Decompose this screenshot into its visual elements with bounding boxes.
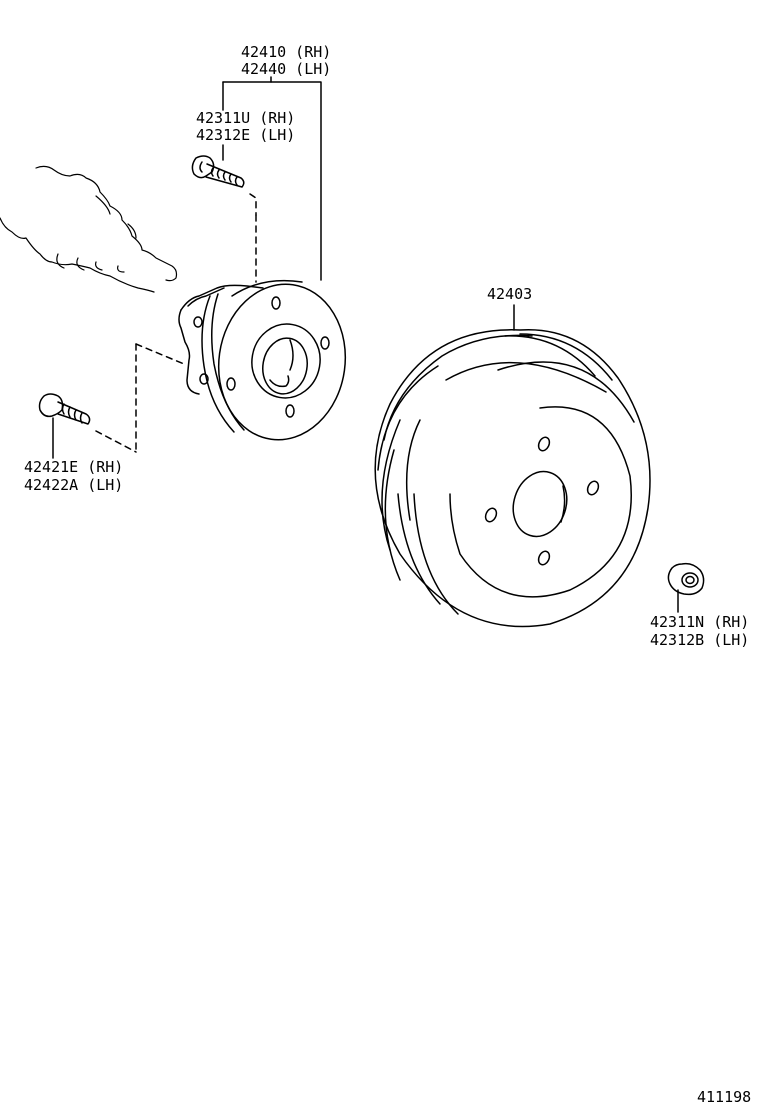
- hub-bolt-drawing: [191, 155, 257, 283]
- callout-hub-bolt-lh: 42312E (LH): [196, 126, 296, 144]
- callout-hub-bearing-rh: 42410 (RH): [241, 43, 332, 61]
- callout-hub-bolt-rh: 42311U (RH): [196, 109, 296, 127]
- callout-hub-nut-lh: 42312B (LH): [650, 631, 750, 649]
- callout-hub-bearing-lh: 42440 (LH): [241, 60, 332, 78]
- brake-drum-drawing: [374, 304, 651, 628]
- callout-brake-drum: 42403: [487, 285, 533, 303]
- illustration-number: 411198: [697, 1088, 752, 1106]
- callout-mounting-bolt-lh: 42422A (LH): [24, 476, 124, 494]
- hub-nut-drawing: [667, 562, 705, 613]
- callout-mounting-bolt-rh: 42421E (RH): [24, 458, 124, 476]
- hub-leader-lines: [222, 76, 322, 281]
- mounting-bolt-drawing: [38, 393, 91, 459]
- callout-hub-nut-rh: 42311N (RH): [650, 613, 750, 631]
- pointing-hand-drawing: [0, 165, 178, 293]
- hub-assembly-drawing: [95, 279, 347, 453]
